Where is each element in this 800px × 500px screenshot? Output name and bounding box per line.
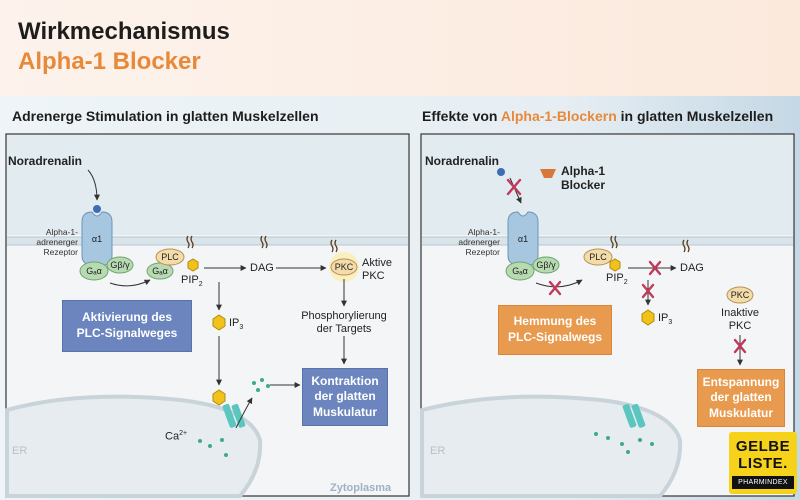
right-receptor-icon [507, 211, 539, 267]
left-heading: Adrenerge Stimulation in glatten Muskelz… [12, 108, 319, 124]
right-relaxation-box: Entspannung der glatten Muskulatur [697, 369, 785, 427]
right-pkc-label: PKC [730, 290, 750, 300]
block-cross-icons [506, 178, 747, 354]
left-plc-label: PLC [161, 252, 179, 262]
right-er-label: ER [430, 445, 446, 457]
right-inhibition-box: Hemmung des PLC-Signalwegs [498, 305, 612, 355]
left-er-label: ER [12, 445, 28, 457]
left-noradrenalin-label: Noradrenalin [8, 154, 83, 168]
left-contraction-box: Kontraktion der glatten Muskulatur [302, 368, 388, 426]
left-ca-channel-icon [222, 403, 246, 428]
cytoplasm-label: Zytoplasma [330, 482, 392, 494]
left-er [5, 394, 263, 498]
right-dag-label: DAG [680, 262, 704, 274]
page-subtitle: Alpha-1 Blocker [18, 48, 201, 75]
right-ip3-label: IP3 [658, 312, 673, 327]
right-heading-pre: Effekte von [422, 108, 501, 124]
left-ip3-icon [212, 314, 226, 331]
left-receptor-icon [81, 205, 113, 267]
left-dag-label: DAG [250, 262, 274, 274]
right-ca-dots [594, 432, 654, 454]
gelbe-liste-logo: GELBE LISTE. PHARMINDEX [729, 432, 797, 494]
left-plc-icon [155, 248, 185, 266]
left-panel [5, 133, 410, 498]
left-gbg-icon [106, 256, 134, 274]
right-alpha1-label: α1 [517, 234, 529, 244]
logo-line1: GELBE [735, 438, 791, 455]
left-gq-label: Gₐα [86, 266, 102, 276]
right-gbg-label: Gβ/γ [536, 260, 556, 270]
left-ca-dots [198, 378, 270, 457]
header-banner: Wirkmechanismus Alpha-1 Blocker [0, 0, 800, 96]
left-alpha1-label: α1 [91, 234, 103, 244]
left-pkc-label: PKC [334, 262, 354, 272]
right-pkc-icon [726, 286, 754, 304]
left-receptor-label: Alpha-1- adrenerger Rezeptor [36, 227, 78, 257]
right-noradrenalin-label: Noradrenalin [425, 154, 500, 168]
left-gq-icon [79, 261, 109, 281]
right-ca-channel-icon [622, 403, 646, 428]
left-pip2-icon [187, 258, 199, 272]
logo-line3: PHARMINDEX [732, 476, 794, 489]
right-pip2-label: PIP2 [606, 272, 628, 287]
right-er [420, 394, 683, 498]
right-gq-label: Gₐα [512, 266, 528, 276]
right-membrane [422, 237, 793, 245]
right-plc-label: PLC [589, 252, 607, 262]
left-pip2-label: PIP2 [181, 274, 203, 289]
left-pkc-icon [330, 258, 358, 276]
left-active-pkc-label: Aktive PKC [362, 257, 392, 282]
right-plc-icon [583, 248, 613, 266]
right-heading-post: in glatten Muskelzellen [616, 108, 774, 124]
right-ip3-icon [641, 309, 655, 326]
right-noradrenalin-icon [497, 168, 505, 176]
right-heading-accent: Alpha-1-Blockern [500, 108, 617, 124]
left-ca-label: Ca2+ [165, 430, 188, 443]
left-gq2-label: Gₐα [152, 266, 168, 276]
right-pip2-text: PIP [606, 272, 624, 284]
right-heading: Effekte von Alpha-1-Blockern in glatten … [422, 108, 773, 124]
right-receptor-label: Alpha-1- adrenerger Rezeptor [458, 227, 500, 257]
right-inactive-pkc-label: Inaktive PKC [721, 307, 759, 332]
left-activation-box: Aktivierung des PLC-Signalweges [62, 300, 192, 352]
right-gbg-icon [532, 256, 560, 274]
right-ip3-text: IP [658, 312, 669, 324]
logo-line2: LISTE. [738, 455, 788, 472]
left-membrane [7, 237, 408, 245]
right-blocker-label: Alpha-1 Blocker [561, 164, 606, 192]
left-ip3-text: IP [229, 317, 240, 329]
left-ip3-label: IP3 [229, 317, 244, 332]
left-ca-text: Ca [165, 430, 180, 443]
right-blocker-icon [540, 169, 556, 178]
left-pip2-text: PIP [181, 274, 199, 286]
right-gq-icon [505, 261, 535, 281]
left-phos-label: Phosphorylierung der Targets [301, 310, 387, 335]
left-gbg-label: Gβ/γ [110, 260, 130, 270]
page-title: Wirkmechanismus [18, 18, 230, 45]
